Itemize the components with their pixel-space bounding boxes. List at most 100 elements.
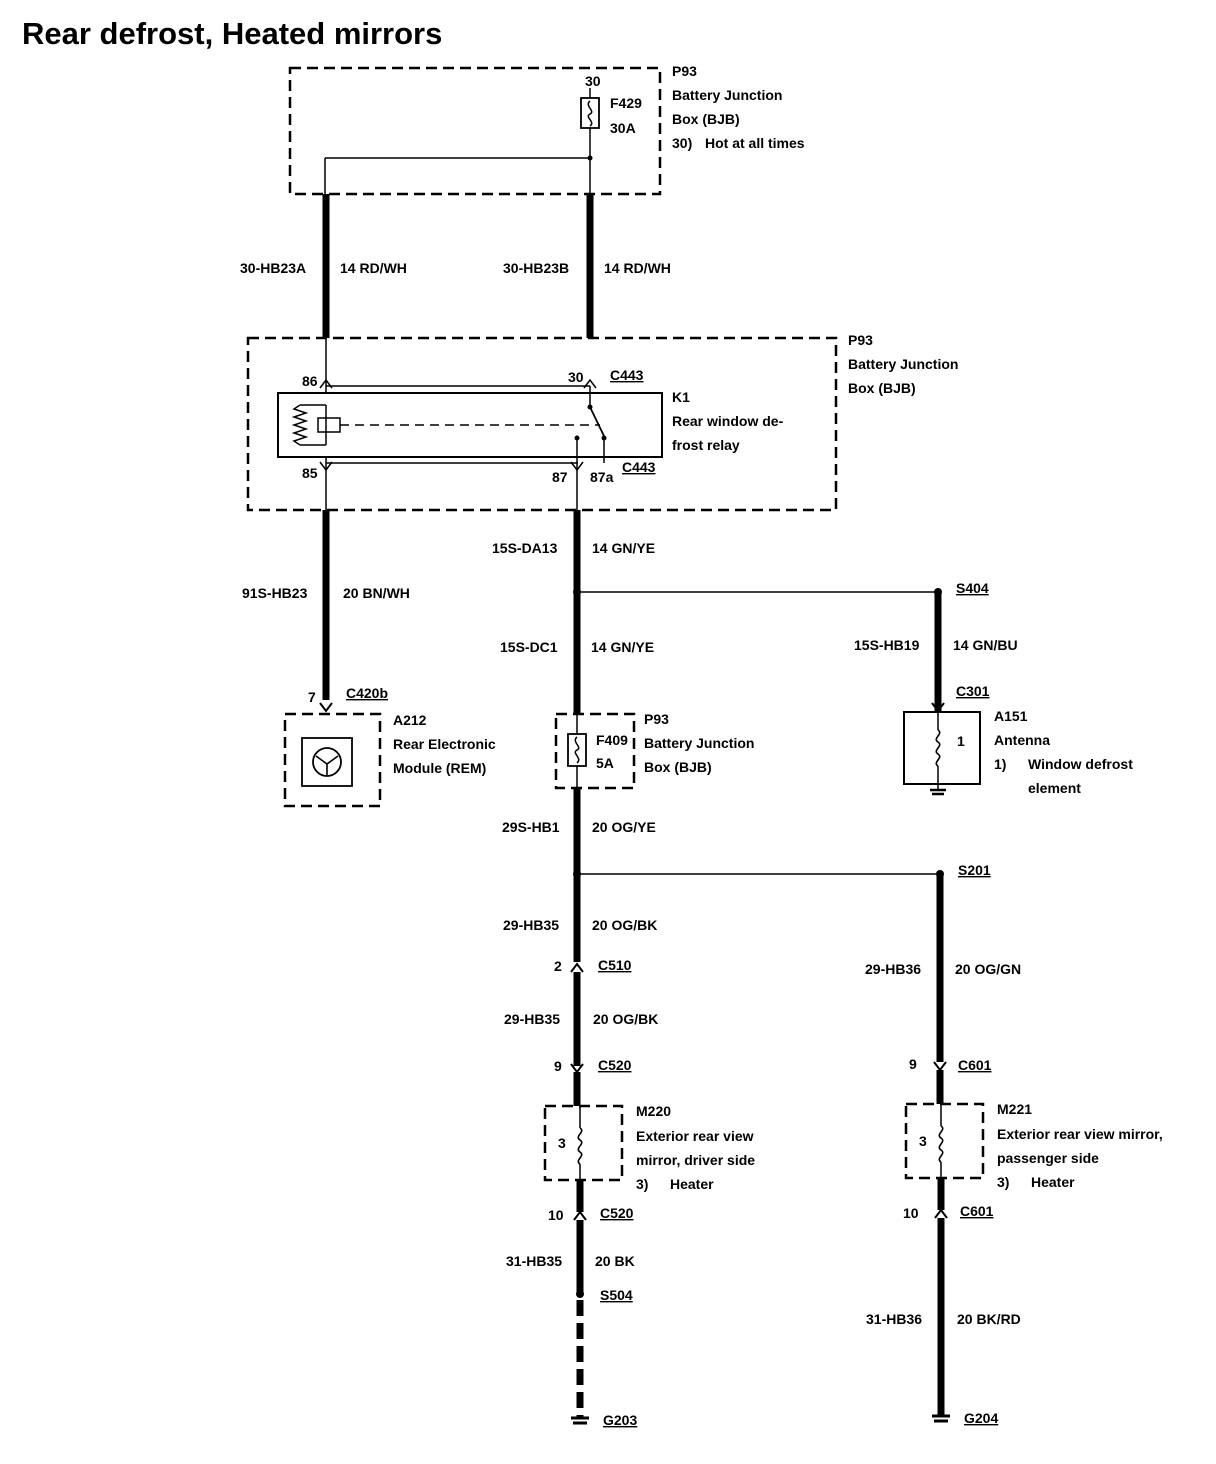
relay-pin-87: 87 [552, 469, 568, 485]
bjb-top-name-1: Battery Junction [672, 87, 782, 103]
wire-dc1-circuit: 15S-DC1 [500, 639, 558, 655]
relay-pin-86: 86 [302, 373, 318, 389]
fuse-f429-body [580, 97, 600, 129]
wire-hb23a-spec: 14 RD/WH [340, 260, 407, 276]
antenna-note-2: element [1028, 780, 1081, 796]
antenna-ground-icon [930, 788, 946, 796]
m220-name-1: Exterior rear view [636, 1128, 754, 1144]
fuse-f429-icon [587, 100, 593, 127]
m221-note: Heater [1031, 1174, 1075, 1190]
wire-hb23a-circuit: 30-HB23A [240, 260, 306, 276]
splice-s201-label: S201 [958, 862, 991, 878]
wire-hb36-spec: 20 OG/GN [955, 961, 1021, 977]
c520-top-connector: C520 [598, 1057, 632, 1073]
wire-da13-spec: 14 GN/YE [592, 540, 655, 556]
relay-pin-85: 85 [302, 465, 318, 481]
m221-id: M221 [997, 1101, 1032, 1117]
wire-hb1-circuit: 29S-HB1 [502, 819, 560, 835]
relay-id: K1 [672, 389, 690, 405]
bjb-top-note-num: 30) [672, 135, 692, 151]
c601-bottom-connector-icon [934, 1208, 948, 1219]
antenna-note-1: Window defrost [1028, 756, 1133, 772]
bjb-fuse-name-2: Box (BJB) [644, 759, 712, 775]
bjb-top-name-2: Box (BJB) [672, 111, 740, 127]
splice-s404-label: S404 [956, 580, 989, 596]
antenna-id: A151 [994, 708, 1028, 724]
wire-hb35b-circuit: 29-HB35 [504, 1011, 560, 1027]
wire-31hb36-circuit: 31-HB36 [866, 1311, 922, 1327]
bjb-fuse-box [554, 712, 636, 790]
m221-mirror-box [904, 1102, 985, 1180]
relay-name-2: frost relay [672, 437, 740, 453]
bjb-top-note: Hot at all times [705, 135, 805, 151]
wire-31hb35-circuit: 31-HB35 [506, 1253, 562, 1269]
rem-module-box [283, 712, 382, 808]
relay-pin-87a: 87a [590, 469, 614, 485]
bjb-top-id: P93 [672, 63, 697, 79]
wire-31hb35-spec: 20 BK [595, 1253, 635, 1269]
wire-hb1-spec: 20 OG/YE [592, 819, 656, 835]
relay-connector-bottom: C443 [622, 459, 656, 475]
rem-name-2: Module (REM) [393, 760, 486, 776]
c601-top-connector-icon [933, 1061, 947, 1072]
fuse-f409-icon [574, 736, 580, 764]
wire-hb35b-spec: 20 OG/BK [593, 1011, 658, 1027]
antenna-pin: 1 [957, 733, 965, 749]
fuse-f429-label: F429 [610, 95, 642, 111]
relay-85-connector-icon [319, 461, 333, 472]
bjb-relay-name-2: Box (BJB) [848, 380, 916, 396]
antenna-connector: C301 [956, 683, 990, 699]
rem-connector: C420b [346, 685, 388, 701]
wire-hb35a-circuit: 29-HB35 [503, 917, 559, 933]
bjb-relay-box [246, 336, 838, 512]
m221-note-num: 3) [997, 1174, 1009, 1190]
c520-bottom-pin: 10 [548, 1207, 564, 1223]
c601-top-connector: C601 [958, 1057, 992, 1073]
m220-pin: 3 [558, 1135, 566, 1151]
c601-bottom-pin: 10 [903, 1205, 919, 1221]
m221-name-2: passenger side [997, 1150, 1099, 1166]
bjb-relay-name-1: Battery Junction [848, 356, 958, 372]
m220-note-num: 3) [636, 1176, 648, 1192]
bjb-top-box [288, 66, 662, 196]
fuse-f409-label: F409 [596, 732, 628, 748]
splice-s504-node [576, 1290, 584, 1298]
wire-hb23b-spec: 14 RD/WH [604, 260, 671, 276]
splice-s504-label: S504 [600, 1287, 633, 1303]
wire-dc1-spec: 14 GN/YE [591, 639, 654, 655]
wire-hb36-circuit: 29-HB36 [865, 961, 921, 977]
fuse-f409-rating: 5A [596, 755, 614, 771]
wire-da13-circuit: 15S-DA13 [492, 540, 558, 556]
c510-pin: 2 [554, 958, 562, 974]
c510-connector-icon [570, 962, 584, 973]
relay-connector-top: C443 [610, 367, 644, 383]
ground-g203-label: G203 [603, 1412, 637, 1428]
relay-name-1: Rear window de- [672, 413, 784, 429]
wire-hb23-spec: 20 BN/WH [343, 585, 410, 601]
ground-g203-icon [571, 1416, 589, 1425]
rem-id: A212 [393, 712, 427, 728]
c520-bottom-connector: C520 [600, 1205, 634, 1221]
relay-pin-30: 30 [568, 369, 584, 385]
bjb-top-bus-node [587, 155, 593, 161]
bjb-relay-id: P93 [848, 332, 873, 348]
wire-hb23-circuit: 91S-HB23 [242, 585, 308, 601]
relay-switch-arm [589, 406, 605, 437]
wire-hb19-spec: 14 GN/BU [953, 637, 1018, 653]
m221-pin: 3 [919, 1133, 927, 1149]
antenna-module-box [903, 711, 981, 785]
antenna-note-num: 1) [994, 756, 1006, 772]
c520-bottom-connector-icon [573, 1210, 587, 1221]
wire-31hb36-spec: 20 BK/RD [957, 1311, 1021, 1327]
page-title: Rear defrost, Heated mirrors [22, 16, 442, 51]
bjb-fuse-name-1: Battery Junction [644, 735, 754, 751]
m220-id: M220 [636, 1103, 671, 1119]
rem-steering-wheel-icon [312, 747, 342, 777]
wire-hb23b-circuit: 30-HB23B [503, 260, 569, 276]
m220-mirror-box [543, 1104, 624, 1182]
ground-g204-label: G204 [964, 1410, 998, 1426]
antenna-heater-element-icon [935, 729, 941, 767]
c601-top-pin: 9 [909, 1056, 917, 1072]
wire-hb19-circuit: 15S-HB19 [854, 637, 920, 653]
